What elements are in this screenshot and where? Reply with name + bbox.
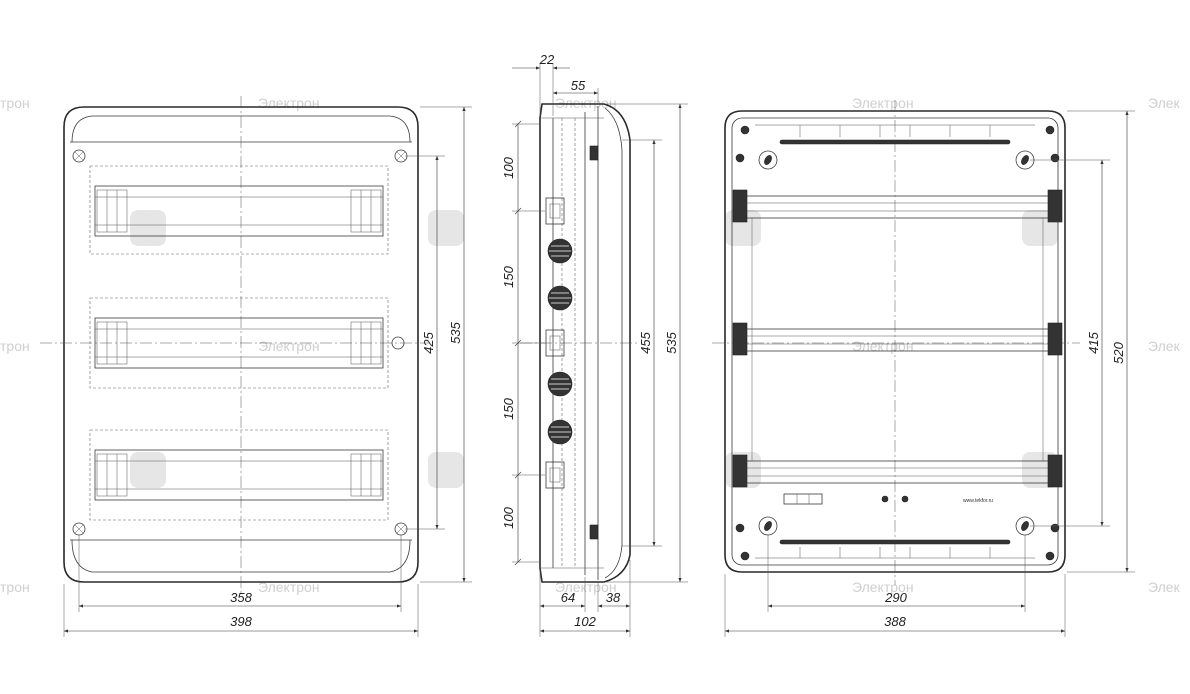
dimension-label: 55: [571, 78, 586, 93]
dimension-label: 425: [421, 331, 436, 353]
dimension-label: 535: [448, 321, 463, 343]
dimension-label: 150: [501, 397, 516, 419]
back-view: www.tekfor.ru 415 520 290 388: [712, 100, 1135, 637]
screw-icon: [735, 125, 1060, 561]
watermark-text: Электрон: [555, 95, 617, 111]
side-view: 22 55 100 150 150 100 455 535 64 38 1: [501, 52, 688, 637]
watermark-text: трон: [0, 338, 30, 354]
website-label: www.tekfor.ru: [963, 498, 993, 504]
watermark-text: Элек: [1148, 95, 1181, 111]
watermark-text: Электрон: [852, 338, 914, 354]
watermark-text: Электрон: [852, 579, 914, 595]
dimension-label: 398: [230, 614, 252, 629]
module-row: [89, 165, 389, 255]
watermark-text: Электрон: [555, 579, 617, 595]
marking-label: www.tekfor.ru: [783, 493, 993, 505]
watermark-text: трон: [0, 95, 30, 111]
slot: [779, 539, 1011, 545]
din-rail: [732, 322, 1063, 356]
watermark-text: трон: [0, 579, 30, 595]
front-view: 425 535 358 398: [40, 96, 472, 637]
hinge-icon: [589, 145, 599, 540]
dimension-label: 150: [501, 265, 516, 287]
dimension-label: 358: [230, 590, 252, 605]
dimension-label: 100: [501, 506, 516, 528]
din-rail: [732, 454, 1063, 488]
dimension-label: 290: [884, 590, 907, 605]
mounting-hole-icon: [758, 150, 1035, 536]
dimension-label: 455: [638, 331, 653, 353]
watermark-text: Электрон: [258, 579, 320, 595]
watermark-text: Электрон: [258, 338, 320, 354]
module-row: [89, 297, 389, 389]
dimension-label: 415: [1086, 331, 1101, 353]
dimension-label: 22: [539, 52, 555, 67]
din-rail: [732, 189, 1063, 223]
module-row: [89, 429, 389, 521]
dimension-label: 520: [1111, 341, 1126, 363]
slot: [779, 139, 1011, 145]
dimension-label: 38: [606, 590, 621, 605]
din-rail-clip-icon: [545, 197, 565, 489]
watermark-text: Электрон: [258, 95, 320, 111]
dimension-label: 100: [501, 156, 516, 178]
watermark-text: Электрон: [852, 95, 914, 111]
lock-icon: [391, 336, 405, 350]
watermark-text: Элек: [1148, 338, 1181, 354]
dimension-label: 102: [574, 614, 596, 629]
dimension-label: 535: [664, 331, 679, 353]
knockout-icon: [547, 238, 573, 445]
watermark-text: Элек: [1148, 579, 1181, 595]
watermark-layer: трон Электрон Электрон Элек трон Электро…: [0, 95, 1181, 595]
dimension-label: 388: [884, 614, 906, 629]
dimension-label: 64: [561, 590, 575, 605]
screw-icon: [72, 149, 408, 536]
